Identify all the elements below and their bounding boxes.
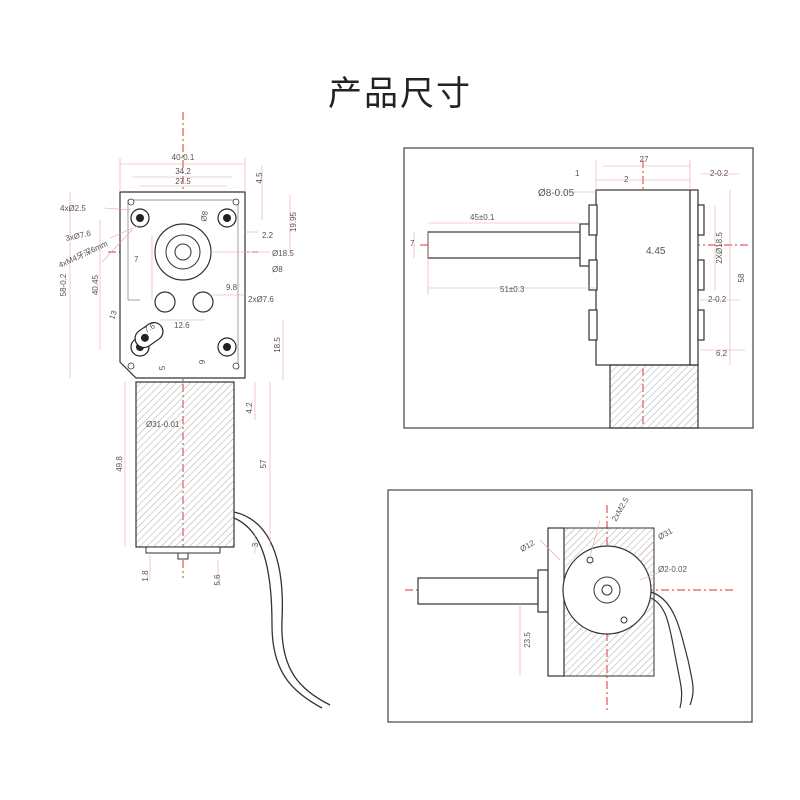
dim-d8: Ø8	[272, 265, 283, 274]
dim-58: 58-0.2	[59, 273, 68, 296]
dim-9-8: 9.8	[226, 283, 238, 292]
slot-hole	[134, 321, 164, 349]
hole-76-right	[192, 291, 214, 313]
mounting-hole-tl	[130, 208, 150, 228]
dim-2: 2	[624, 175, 629, 184]
dim-23-5: 23.5	[523, 632, 532, 648]
dim-7: 7	[134, 255, 139, 264]
dim-27: 27	[640, 155, 649, 164]
dim-18-5: 18.5	[273, 337, 282, 353]
dim-27-5: 27.5	[175, 177, 191, 186]
motor-body	[135, 381, 235, 548]
dim-d12: Ø12	[519, 538, 537, 554]
dim-d2: Ø2-0.02	[658, 565, 687, 574]
dim-7-side: 7	[410, 239, 415, 248]
output-shaft	[427, 231, 589, 259]
dim-51: 51±0.3	[500, 285, 525, 294]
dim-6-2: 6.2	[716, 349, 728, 358]
dim-34-2: 34.2	[175, 167, 191, 176]
dim-2x18-5: 2XØ18.5	[715, 232, 724, 264]
motor-wire-2	[233, 517, 323, 709]
mounting-hole-tr	[217, 208, 237, 228]
rear-view-frame	[387, 489, 753, 723]
dim-3x76: 3xØ7.6	[65, 229, 93, 243]
dim-5-6: 5.6	[213, 574, 222, 586]
dim-4-45: 4.45	[646, 246, 666, 257]
dim-2-0-2-mid: 2-0.2	[708, 295, 727, 304]
dim-19-95: 19.95	[289, 211, 298, 232]
dim-d31: Ø31-0.01	[146, 420, 180, 429]
dim-d18-5: Ø18.5	[272, 249, 294, 258]
dim-3: 3	[251, 542, 260, 547]
dim-9: 9	[198, 359, 207, 364]
dim-58-side: 58	[737, 273, 746, 282]
dim-45: 45±0.1	[470, 213, 495, 222]
dim-40: 40-0.1	[172, 153, 195, 162]
dim-4x25: 4xØ2.5	[60, 204, 86, 213]
dim-49-8: 49.8	[115, 456, 124, 472]
dim-2-2: 2.2	[262, 231, 274, 240]
dim-40-45: 40.45	[91, 274, 100, 295]
motor-wire-1	[233, 511, 331, 706]
motor-side	[609, 364, 699, 429]
left-front-view: 40-0.1 34.2 27.5 4.5 4xØ2.5 3xØ7.6 4xM4牙…	[57, 112, 331, 709]
side-view-panel: 27 1 2 2-0.2 Ø8-0.05 45±0.1 7 4.45 2XØ18…	[403, 147, 754, 429]
mounting-hole-br	[217, 337, 237, 357]
dim-12-6: 12.6	[174, 321, 190, 330]
dim-5: 5	[158, 365, 167, 370]
page-title: 产品尺寸	[328, 74, 472, 114]
dim-1-8: 1.8	[141, 570, 150, 582]
rear-view-panel: 2xM2.5 Ø12 Ø31 Ø2-0.02 23.5	[387, 489, 753, 723]
dim-d8-005: Ø8-0.05	[538, 188, 575, 199]
dim-2xm25: 2xM2.5	[610, 495, 631, 523]
hole-76-left	[154, 291, 176, 313]
gearbox-side	[595, 189, 691, 366]
dim-d31-rear: Ø31	[657, 526, 675, 542]
dim-1: 1	[575, 169, 580, 178]
side-view-frame	[403, 147, 754, 429]
dim-4-5: 4.5	[255, 172, 264, 184]
dim-13: 13	[107, 309, 119, 321]
dim-m4: 4xM4牙深6mm	[57, 239, 109, 270]
dim-57: 57	[259, 459, 268, 468]
dim-2x76: 2xØ7.6	[248, 295, 274, 304]
dim-4-2: 4.2	[245, 402, 254, 414]
rear-output-shaft	[417, 577, 539, 605]
dim-d8-top: Ø8	[199, 210, 210, 223]
dim-2-0-2-top: 2-0.2	[710, 169, 729, 178]
